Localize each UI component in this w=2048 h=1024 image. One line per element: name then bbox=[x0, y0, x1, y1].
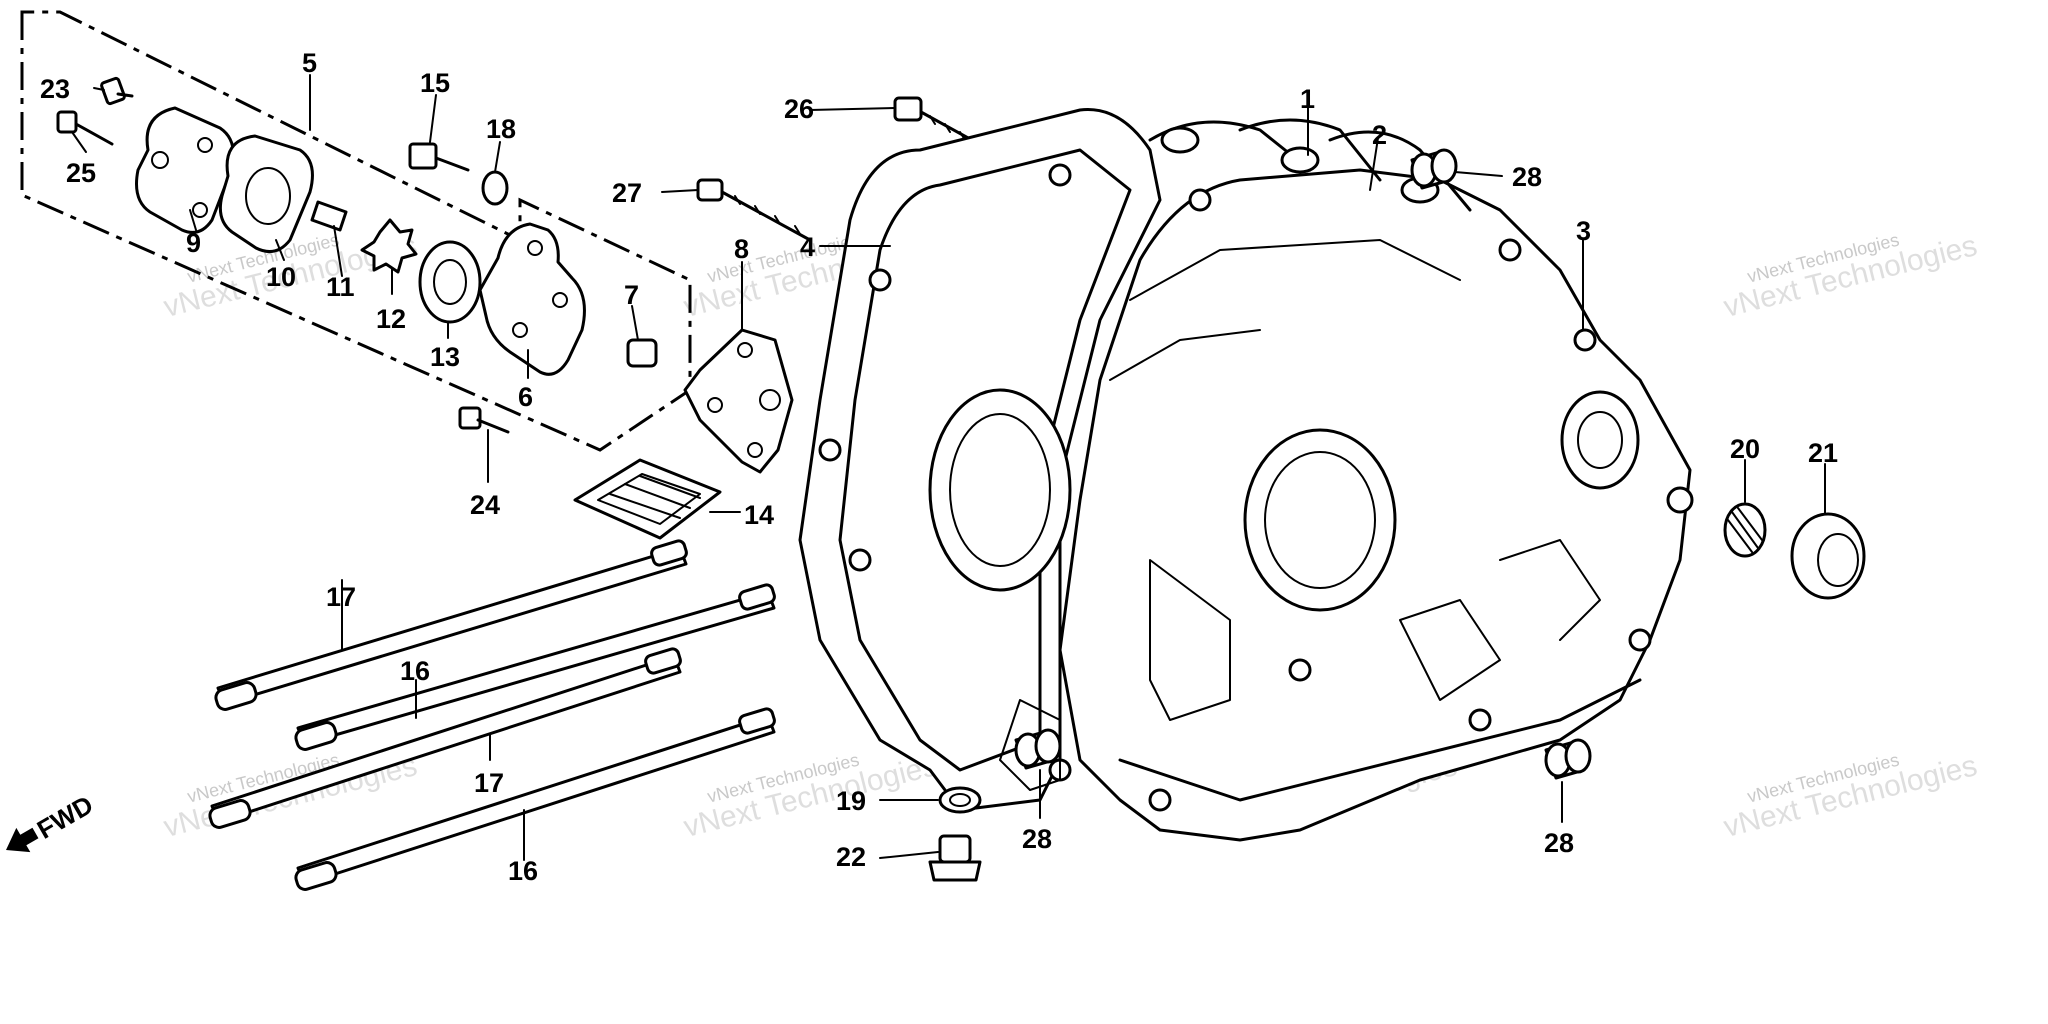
washer-19 bbox=[938, 786, 982, 814]
stud-16-lower bbox=[294, 707, 776, 891]
stud-17-lower bbox=[208, 647, 682, 829]
bolt-15 bbox=[408, 142, 470, 172]
callout-6: 6 bbox=[518, 382, 533, 412]
oil-seal-21 bbox=[1790, 512, 1866, 600]
crank-bore-right bbox=[1243, 428, 1397, 612]
bolt-23 bbox=[100, 76, 134, 106]
callout-17-lower: 17 bbox=[474, 768, 504, 798]
callout-20: 20 bbox=[1730, 434, 1760, 464]
nut-7 bbox=[626, 338, 658, 368]
callout-26: 26 bbox=[784, 94, 814, 124]
fwd-label: FWD bbox=[32, 789, 98, 845]
gasket-plate-8 bbox=[683, 328, 794, 474]
callout-13: 13 bbox=[430, 342, 460, 372]
washer-18 bbox=[481, 170, 509, 206]
callout-9: 9 bbox=[186, 228, 201, 258]
callout-2: 2 bbox=[1372, 120, 1387, 150]
fwd-arrow: FWD bbox=[6, 789, 98, 853]
callout-22: 22 bbox=[836, 842, 866, 872]
dowel-pin-28-bottom-right bbox=[1544, 738, 1592, 780]
callout-8: 8 bbox=[734, 234, 749, 264]
bolt-25 bbox=[56, 110, 114, 146]
callout-16-upper: 16 bbox=[400, 656, 430, 686]
crank-bore-left bbox=[928, 388, 1072, 592]
stud-17-upper bbox=[214, 539, 688, 711]
callout-17-upper: 17 bbox=[326, 582, 356, 612]
callout-18: 18 bbox=[486, 114, 516, 144]
callout-19: 19 bbox=[836, 786, 866, 816]
pin-11 bbox=[310, 200, 348, 232]
pump-cover-9 bbox=[135, 106, 235, 234]
callout-5: 5 bbox=[302, 48, 317, 78]
pump-body-6 bbox=[478, 222, 586, 376]
watermark: vNext Technologies vNext Technologies bbox=[1720, 749, 1980, 844]
callout-27: 27 bbox=[612, 178, 642, 208]
dowel-pin-28-bottom-left bbox=[1014, 728, 1062, 770]
callout-10: 10 bbox=[266, 262, 296, 292]
shaft-bore bbox=[1560, 390, 1640, 490]
callout-28-bottom-right: 28 bbox=[1544, 828, 1574, 858]
dowel-pin-28-top bbox=[1410, 148, 1458, 190]
watermark: vNext Technologies vNext Technologies bbox=[1720, 229, 1980, 324]
callout-15: 15 bbox=[420, 68, 450, 98]
studs bbox=[208, 539, 776, 891]
drain-bolt-22 bbox=[928, 834, 982, 882]
callout-labels: 1 2 3 4 5 6 7 8 9 10 11 12 13 14 15 16 1… bbox=[40, 48, 1838, 886]
oil-pump-group-frame bbox=[20, 10, 692, 452]
callout-11: 11 bbox=[326, 272, 355, 302]
callout-1: 1 bbox=[1300, 84, 1315, 114]
callout-4: 4 bbox=[800, 232, 815, 262]
outer-rotor-13 bbox=[418, 240, 482, 324]
callout-28-top: 28 bbox=[1512, 162, 1542, 192]
bolt-27 bbox=[696, 178, 812, 242]
bolt-24 bbox=[458, 406, 510, 434]
leader-lines bbox=[71, 74, 1826, 861]
crankcase-assembly bbox=[798, 108, 1694, 842]
inner-rotor-12 bbox=[360, 218, 418, 274]
gasket-10 bbox=[218, 134, 314, 254]
callout-7: 7 bbox=[624, 280, 639, 310]
fwd-arrow-icon bbox=[6, 827, 39, 853]
callout-28-bottom-left: 28 bbox=[1022, 824, 1052, 854]
oil-strainer-14 bbox=[573, 458, 722, 540]
callout-24: 24 bbox=[470, 490, 500, 520]
callout-16-lower: 16 bbox=[508, 856, 538, 886]
needle-bearing-20 bbox=[1723, 502, 1767, 558]
callout-14: 14 bbox=[744, 500, 774, 530]
callout-3: 3 bbox=[1576, 216, 1591, 246]
oil-pump-parts bbox=[56, 76, 658, 434]
callout-23: 23 bbox=[40, 74, 70, 104]
callout-21: 21 bbox=[1808, 438, 1838, 468]
callout-25: 25 bbox=[66, 158, 96, 188]
callout-12: 12 bbox=[376, 304, 406, 334]
